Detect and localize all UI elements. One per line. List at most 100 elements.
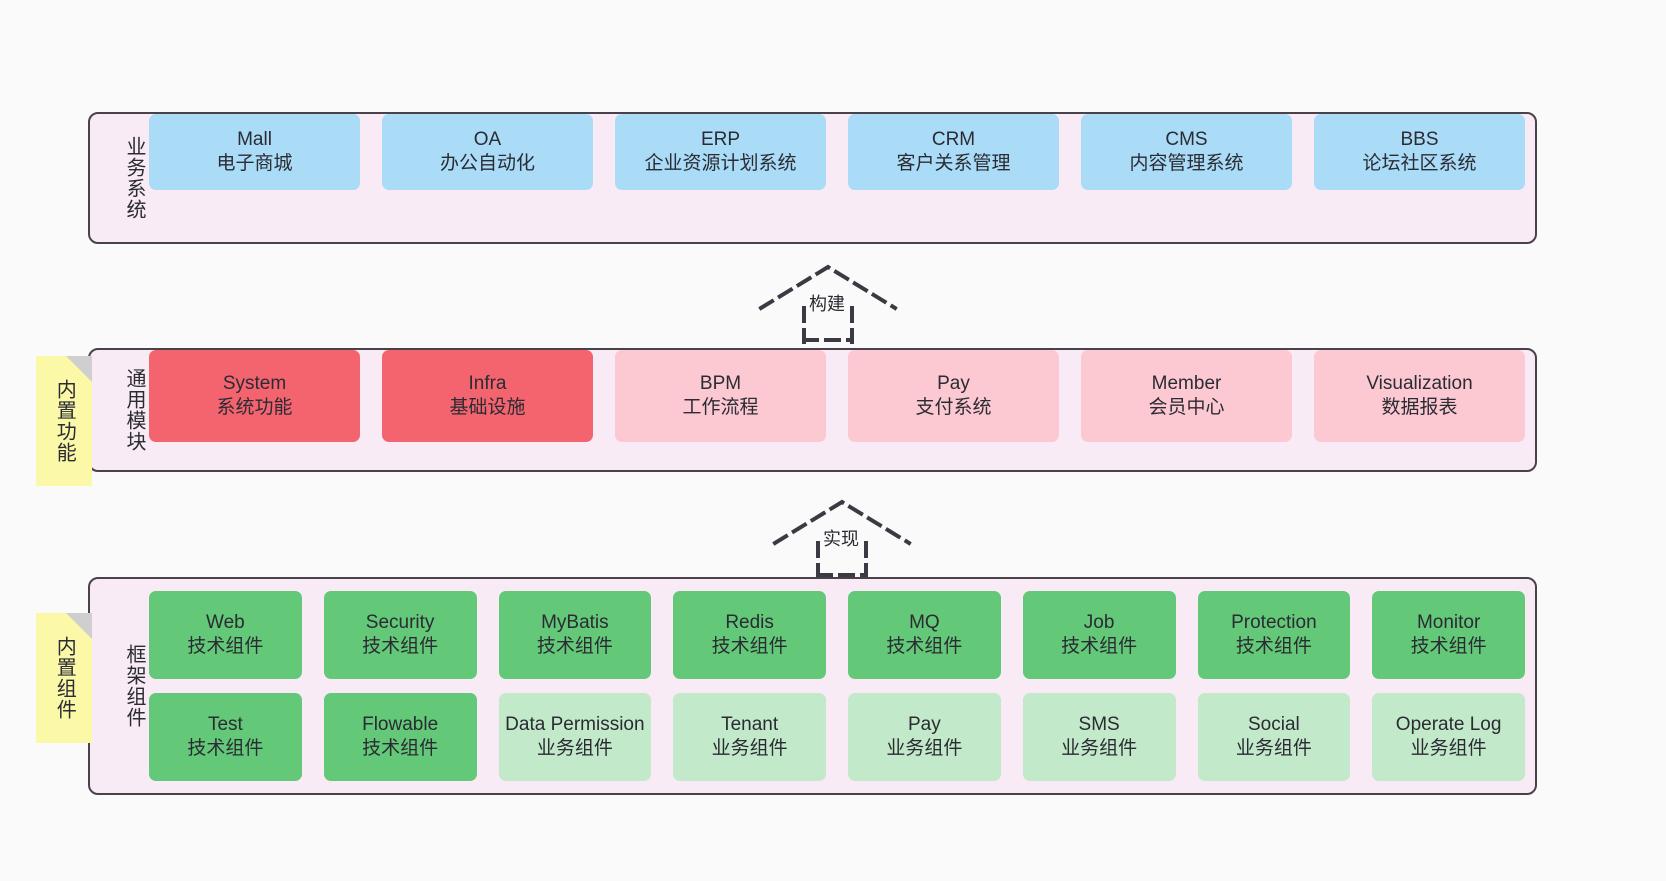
node-mybatis[interactable]: MyBatis 技术组件 (498, 591, 652, 679)
node-monitor-name: Monitor (1416, 611, 1481, 633)
node-system[interactable]: System 系统功能 (149, 350, 360, 442)
node-test[interactable]: Test 技术组件 (149, 693, 302, 781)
node-bpm[interactable]: BPM 工作流程 (615, 350, 826, 442)
node-flowable[interactable]: Flowable 技术组件 (323, 693, 477, 781)
node-mybatis-sub: 技术组件 (536, 636, 613, 657)
node-visualization-sub: 数据报表 (1381, 397, 1458, 418)
node-tenant-sub: 业务组件 (711, 738, 788, 759)
node-member-name: Member (1151, 372, 1222, 394)
node-redis-sub: 技术组件 (711, 636, 788, 657)
node-protection-sub: 技术组件 (1235, 636, 1312, 657)
sticky-note-builtin-components: 内置组件 (36, 613, 92, 743)
node-bbs[interactable]: BBS 论坛社区系统 (1314, 114, 1525, 190)
node-crm-name: CRM (931, 128, 976, 150)
node-pay-component[interactable]: Pay 业务组件 (848, 693, 1001, 781)
node-data-permission-sub: 业务组件 (536, 738, 613, 759)
business-node-list: Mall 电子商城 OA 办公自动化 ERP 企业资源计划系统 CRM 客户关系… (145, 114, 1535, 242)
framework-node-grid: Web 技术组件 Security 技术组件 MyBatis 技术组件 Redi… (145, 579, 1535, 793)
framework-tech-row: Web 技术组件 Security 技术组件 MyBatis 技术组件 Redi… (149, 591, 1525, 679)
layer-framework-components: 框架组件 Web 技术组件 Security 技术组件 MyBatis 技术组件… (88, 577, 1537, 795)
node-social-name: Social (1248, 713, 1300, 735)
node-operate-log-name: Operate Log (1395, 713, 1502, 735)
node-mq-name: MQ (909, 611, 940, 633)
node-infra-sub: 基础设施 (449, 397, 526, 418)
node-mall-name: Mall (237, 128, 272, 150)
node-data-permission[interactable]: Data Permission 业务组件 (498, 693, 652, 781)
node-job-sub: 技术组件 (1061, 636, 1138, 657)
node-job-name: Job (1083, 611, 1115, 633)
node-job[interactable]: Job 技术组件 (1022, 591, 1176, 679)
node-mall[interactable]: Mall 电子商城 (149, 114, 360, 190)
node-erp[interactable]: ERP 企业资源计划系统 (615, 114, 826, 190)
node-oa[interactable]: OA 办公自动化 (382, 114, 593, 190)
node-web[interactable]: Web 技术组件 (149, 591, 302, 679)
layer-title-modules: 通用模块 (123, 368, 145, 452)
node-sms[interactable]: SMS 业务组件 (1022, 693, 1176, 781)
node-social-sub: 业务组件 (1235, 738, 1312, 759)
node-monitor-sub: 技术组件 (1410, 636, 1487, 657)
node-member-sub: 会员中心 (1148, 397, 1225, 418)
node-protection-name: Protection (1231, 611, 1317, 633)
node-cms[interactable]: CMS 内容管理系统 (1081, 114, 1292, 190)
node-pay-component-sub: 业务组件 (886, 738, 963, 759)
node-crm[interactable]: CRM 客户关系管理 (848, 114, 1059, 190)
sticky-note-builtin-features-text: 内置功能 (53, 379, 76, 463)
layer-common-modules: 通用模块 System 系统功能 Infra 基础设施 BPM 工作流程 Pay… (88, 348, 1537, 472)
node-system-name: System (222, 372, 287, 394)
sticky-fold-corner-icon (66, 356, 92, 382)
node-bpm-sub: 工作流程 (682, 397, 759, 418)
node-monitor[interactable]: Monitor 技术组件 (1372, 591, 1525, 679)
node-infra[interactable]: Infra 基础设施 (382, 350, 593, 442)
node-sms-name: SMS (1078, 713, 1120, 735)
node-cms-sub: 内容管理系统 (1129, 153, 1244, 174)
connector-implement-label: 实现 (820, 525, 862, 551)
node-data-permission-name: Data Permission (505, 713, 645, 735)
node-bpm-name: BPM (699, 372, 742, 394)
node-redis[interactable]: Redis 技术组件 (673, 591, 826, 679)
node-protection[interactable]: Protection 技术组件 (1197, 591, 1351, 679)
node-mybatis-name: MyBatis (541, 611, 609, 633)
node-test-name: Test (207, 713, 243, 735)
node-pay-module-sub: 支付系统 (915, 397, 992, 418)
node-mall-sub: 电子商城 (216, 153, 293, 174)
node-sms-sub: 业务组件 (1061, 738, 1138, 759)
node-web-name: Web (206, 611, 245, 633)
node-mq-sub: 技术组件 (886, 636, 963, 657)
node-mq[interactable]: MQ 技术组件 (848, 591, 1001, 679)
node-operate-log-sub: 业务组件 (1410, 738, 1487, 759)
node-visualization[interactable]: Visualization 数据报表 (1314, 350, 1525, 442)
node-tenant[interactable]: Tenant 业务组件 (673, 693, 826, 781)
node-oa-name: OA (473, 128, 502, 150)
framework-business-row: Test 技术组件 Flowable 技术组件 Data Permission … (149, 693, 1525, 781)
node-erp-sub: 企业资源计划系统 (644, 153, 797, 174)
node-bbs-sub: 论坛社区系统 (1362, 153, 1477, 174)
node-operate-log[interactable]: Operate Log 业务组件 (1372, 693, 1525, 781)
node-tenant-name: Tenant (721, 713, 779, 735)
connector-implement-arrow (772, 499, 912, 579)
node-web-sub: 技术组件 (187, 636, 264, 657)
connector-build: 构建 (758, 262, 898, 344)
layer-title-framework: 框架组件 (123, 644, 145, 728)
layer-title-business: 业务系统 (123, 136, 145, 220)
node-pay-module[interactable]: Pay 支付系统 (848, 350, 1059, 442)
connector-build-label: 构建 (806, 290, 848, 316)
node-security-sub: 技术组件 (362, 636, 439, 657)
module-node-list: System 系统功能 Infra 基础设施 BPM 工作流程 Pay 支付系统… (145, 350, 1535, 470)
node-social[interactable]: Social 业务组件 (1197, 693, 1351, 781)
node-member[interactable]: Member 会员中心 (1081, 350, 1292, 442)
node-pay-component-name: Pay (908, 713, 941, 735)
node-test-sub: 技术组件 (187, 738, 264, 759)
connector-implement: 实现 (772, 497, 912, 579)
sticky-fold-corner-icon (66, 613, 92, 639)
layer-business-systems: 业务系统 Mall 电子商城 OA 办公自动化 ERP 企业资源计划系统 CRM… (88, 112, 1537, 244)
node-security-name: Security (365, 611, 435, 633)
node-security[interactable]: Security 技术组件 (323, 591, 477, 679)
sticky-note-builtin-components-text: 内置组件 (53, 636, 76, 720)
node-bbs-name: BBS (1400, 128, 1439, 150)
sticky-note-builtin-features: 内置功能 (36, 356, 92, 486)
node-cms-name: CMS (1165, 128, 1208, 150)
node-oa-sub: 办公自动化 (439, 153, 535, 174)
node-system-sub: 系统功能 (216, 397, 293, 418)
node-pay-module-name: Pay (937, 372, 970, 394)
